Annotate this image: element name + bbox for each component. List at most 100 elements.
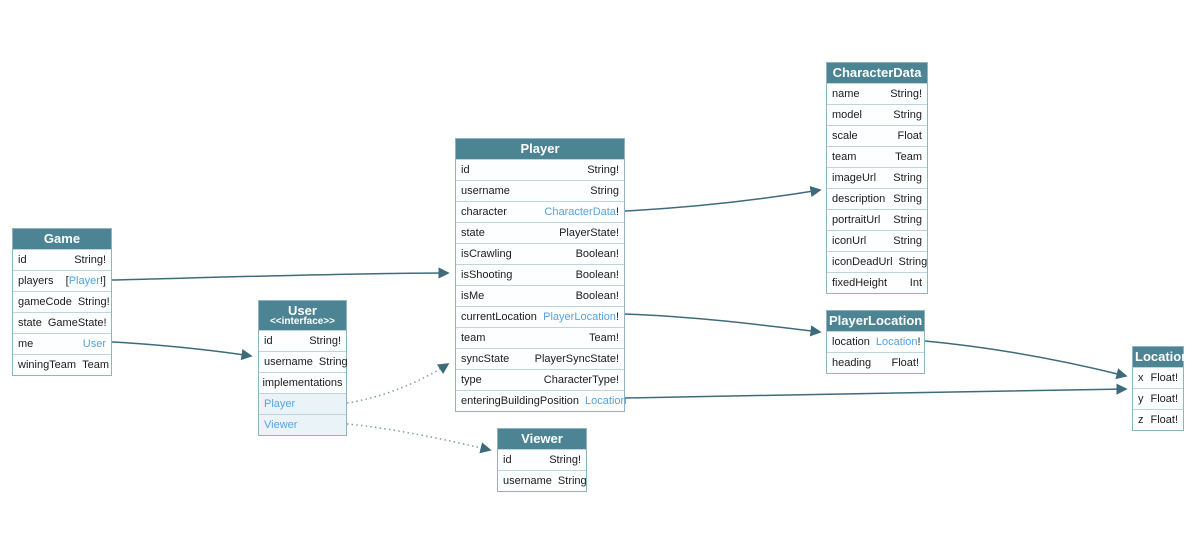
type-text: [ xyxy=(65,275,69,287)
field-type: Float! xyxy=(1150,414,1178,426)
field-name: state xyxy=(461,227,485,239)
field-name: currentLocation xyxy=(461,311,537,323)
type-link[interactable]: CharacterData xyxy=(544,206,616,218)
table-header-player[interactable]: Player xyxy=(456,139,624,159)
field-user-implementations[interactable]: implementations xyxy=(259,372,346,393)
field-player-state[interactable]: state PlayerState! xyxy=(456,222,624,243)
field-game-players[interactable]: players[Player!] xyxy=(13,270,111,291)
field-type: CharacterData! xyxy=(544,206,619,218)
field-type: Float! xyxy=(1150,372,1178,384)
field-name: Viewer xyxy=(264,419,298,431)
edge-user-player-to-player xyxy=(346,363,450,404)
table-header-characterdata[interactable]: CharacterData xyxy=(827,63,927,83)
type-link[interactable]: Location xyxy=(875,336,918,348)
type-text: Team xyxy=(82,359,109,371)
field-name: description xyxy=(832,193,886,205)
table-header-user[interactable]: User<<interface>> xyxy=(259,301,346,330)
field-characterdata-description[interactable]: description String xyxy=(827,188,927,209)
field-player-enteringBuildingPosition[interactable]: enteringBuildingPosition Location xyxy=(456,390,627,411)
type-link[interactable]: Location xyxy=(585,395,627,407)
field-type: GameState! xyxy=(48,317,107,329)
field-type: String xyxy=(590,185,619,197)
field-name: id xyxy=(264,335,273,347)
field-user-Viewer[interactable]: Viewer xyxy=(259,414,346,435)
field-type: Location! xyxy=(876,336,921,348)
field-name: isMe xyxy=(461,290,485,302)
table-title: CharacterData xyxy=(832,65,922,80)
table-header-viewer[interactable]: Viewer xyxy=(498,429,586,449)
type-text: String xyxy=(893,193,922,205)
field-type: PlayerState! xyxy=(559,227,619,239)
type-text: CharacterType! xyxy=(543,374,619,386)
field-location-z[interactable]: z Float! xyxy=(1133,409,1183,430)
type-text: PlayerState! xyxy=(559,227,619,239)
type-text: Team xyxy=(895,151,922,163)
table-title: Game xyxy=(43,231,81,246)
type-link[interactable]: Player xyxy=(68,275,100,287)
type-text: Float! xyxy=(1150,414,1178,426)
type-link[interactable]: User xyxy=(82,338,106,350)
field-name: iconUrl xyxy=(832,235,867,247)
field-type: String xyxy=(893,172,922,184)
field-game-winingTeam[interactable]: winingTeam Team xyxy=(13,354,111,375)
type-text: String! xyxy=(309,335,341,347)
type-text: String xyxy=(893,235,922,247)
type-text: Float xyxy=(897,130,922,142)
field-name: z xyxy=(1138,414,1144,426)
table-title: User xyxy=(288,303,317,318)
field-type: String! xyxy=(587,164,619,176)
table-header-game[interactable]: Game xyxy=(13,229,111,249)
field-characterdata-iconUrl[interactable]: iconUrl String xyxy=(827,230,927,251)
field-user-Player[interactable]: Player xyxy=(259,393,346,414)
type-text: Float! xyxy=(1150,393,1178,405)
field-name: winingTeam xyxy=(18,359,77,371)
field-user-id[interactable]: id String! xyxy=(259,330,346,351)
field-name: isCrawling xyxy=(461,248,512,260)
type-link[interactable]: PlayerLocation xyxy=(543,311,616,323)
field-name: enteringBuildingPosition xyxy=(461,395,580,407)
table-subtitle: <<interface>> xyxy=(269,316,336,327)
table-header-playerlocation[interactable]: PlayerLocation xyxy=(827,311,924,331)
field-type: [Player!] xyxy=(66,275,106,287)
field-name: id xyxy=(18,254,27,266)
edge-player-currentlocation-to-playerlocation xyxy=(624,313,822,337)
table-header-location[interactable]: Location xyxy=(1133,347,1189,367)
